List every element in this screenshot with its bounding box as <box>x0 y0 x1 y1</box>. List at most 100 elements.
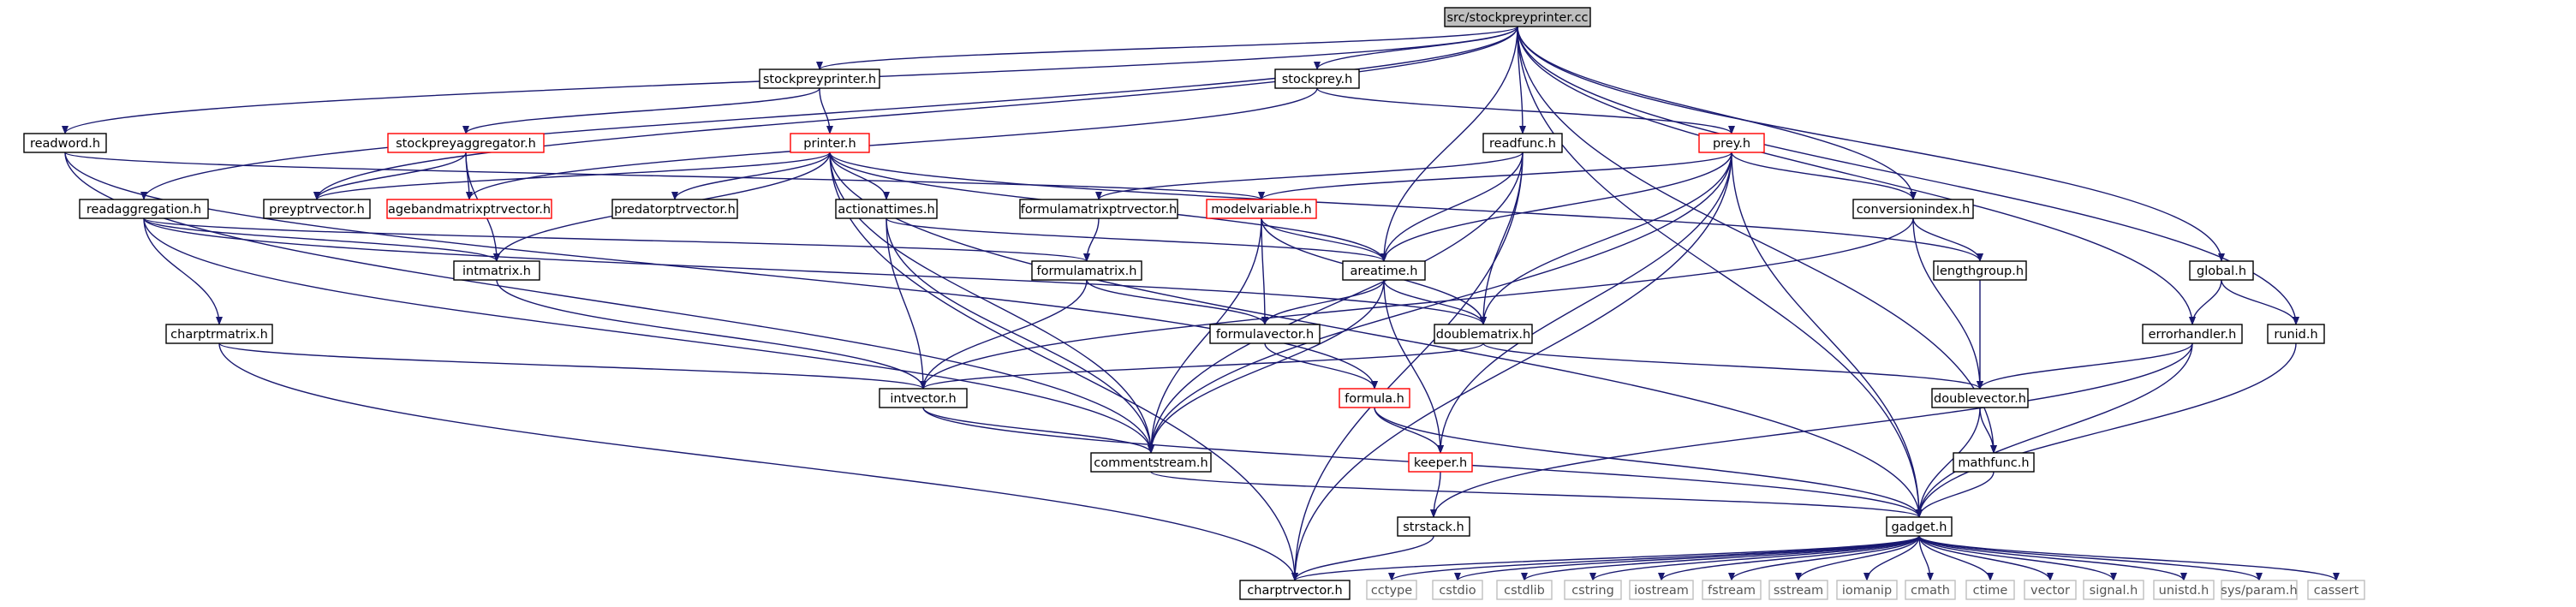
edge-gadget-to-iostream <box>1658 535 1920 581</box>
edge-gadget-to-cassert <box>1918 535 2340 581</box>
node-label-intmatrix: intmatrix.h <box>462 265 531 278</box>
node-errorhandler[interactable]: errorhandler.h <box>2142 324 2243 344</box>
node-stockpreyaggregator[interactable]: stockpreyaggregator.h <box>387 133 545 153</box>
edge-readfunc-to-charptrvector <box>1291 152 1524 581</box>
node-label-charptrmatrix: charptrmatrix.h <box>170 328 268 342</box>
node-box-stockpreyprinter <box>759 68 880 89</box>
node-box-stockprey <box>1274 68 1360 89</box>
node-box-runid <box>2267 324 2325 344</box>
node-formulamatrix[interactable]: formulamatrix.h <box>1031 260 1142 281</box>
node-strstack[interactable]: strstack.h <box>1397 516 1470 537</box>
node-intvector[interactable]: intvector.h <box>879 388 968 408</box>
node-label-commentstream: commentstream.h <box>1094 456 1208 470</box>
node-box-unistd <box>2153 580 2215 600</box>
node-box-preyptrvector <box>263 199 371 219</box>
node-label-charptrvector: charptrvector.h <box>1247 584 1342 598</box>
node-box-errorhandler <box>2142 324 2243 344</box>
edge-charptrmatrix-to-intvector <box>218 342 927 390</box>
node-label-doublevector: doublevector.h <box>1934 392 2026 406</box>
node-readfunc[interactable]: readfunc.h <box>1482 133 1563 153</box>
node-box-prey <box>1698 133 1765 153</box>
node-signal: signal.h <box>2083 580 2144 600</box>
node-box-agebandmatrixptrvector <box>386 199 552 219</box>
edge-actionattimes-to-commentstream <box>886 217 1154 454</box>
node-conversionindex[interactable]: conversionindex.h <box>1852 199 1974 219</box>
node-actionattimes[interactable]: actionattimes.h <box>835 199 938 219</box>
node-agebandmatrixptrvector[interactable]: agebandmatrixptrvector.h <box>386 199 552 219</box>
node-box-doublematrix <box>1434 324 1533 344</box>
node-readaggregation[interactable]: readaggregation.h <box>79 199 209 219</box>
node-box-global <box>2189 260 2254 281</box>
node-box-sysparam <box>2221 580 2298 600</box>
node-fstream: fstream <box>1702 580 1762 600</box>
node-label-root: src/stockpreyprinter.cc <box>1446 11 1588 25</box>
node-label-cmath: cmath <box>1911 584 1950 598</box>
node-doublematrix[interactable]: doublematrix.h <box>1434 324 1533 344</box>
edge-stockprey-to-prey <box>1316 87 1735 134</box>
node-box-signal <box>2083 580 2144 600</box>
node-keeper[interactable]: keeper.h <box>1408 452 1473 473</box>
node-runid[interactable]: runid.h <box>2267 324 2325 344</box>
node-box-conversionindex <box>1852 199 1974 219</box>
node-readword[interactable]: readword.h <box>23 133 107 153</box>
edge-doublevector-to-mathfunc <box>1979 407 1997 454</box>
node-label-areatime: areatime.h <box>1351 265 1418 278</box>
node-box-lengthgroup <box>1933 260 2027 281</box>
node-label-gadget: gadget.h <box>1892 521 1947 534</box>
node-preyptrvector[interactable]: preyptrvector.h <box>263 199 371 219</box>
node-global[interactable]: global.h <box>2189 260 2254 281</box>
node-box-iostream <box>1629 580 1694 600</box>
edge-areatime-to-keeper <box>1383 279 1444 454</box>
node-box-charptrmatrix <box>165 324 273 344</box>
node-predatorptrvector[interactable]: predatorptrvector.h <box>611 199 738 219</box>
node-label-errorhandler: errorhandler.h <box>2149 328 2237 342</box>
node-formulamatrixptrvector[interactable]: formulamatrixptrvector.h <box>1019 199 1178 219</box>
node-label-lengthgroup: lengthgroup.h <box>1936 265 2024 278</box>
node-gadget[interactable]: gadget.h <box>1886 516 1953 537</box>
edge-gadget-to-ctime <box>1918 535 1994 581</box>
node-label-unistd: unistd.h <box>2159 584 2209 598</box>
node-label-sysparam: sys/param.h <box>2221 584 2297 598</box>
node-box-commentstream <box>1090 452 1212 473</box>
edge-errorhandler-to-gadget <box>1916 342 2193 518</box>
node-formulavector[interactable]: formulavector.h <box>1209 324 1321 344</box>
node-modelvariable[interactable]: modelvariable.h <box>1206 199 1317 219</box>
edge-prey-to-keeper <box>1437 152 1732 454</box>
edge-printer-to-gadget <box>829 152 1923 518</box>
node-commentstream[interactable]: commentstream.h <box>1090 452 1212 473</box>
node-mathfunc[interactable]: mathfunc.h <box>1953 452 2035 473</box>
node-root[interactable]: src/stockpreyprinter.cc <box>1444 7 1591 27</box>
node-box-ctime <box>1965 580 2015 600</box>
node-stockprey[interactable]: stockprey.h <box>1274 68 1360 89</box>
node-charptrmatrix[interactable]: charptrmatrix.h <box>165 324 273 344</box>
node-printer[interactable]: printer.h <box>790 133 870 153</box>
node-stockpreyprinter[interactable]: stockpreyprinter.h <box>759 68 880 89</box>
edge-areatime-to-formulavector <box>1261 279 1385 325</box>
node-box-cmath <box>1905 580 1956 600</box>
node-label-prey: prey.h <box>1713 137 1750 151</box>
node-intmatrix[interactable]: intmatrix.h <box>453 260 540 281</box>
edge-conversionindex-to-lengthgroup <box>1912 217 1983 262</box>
edge-conversionindex-to-intvector <box>920 217 1914 390</box>
edge-prey-to-gadget <box>1731 152 1923 518</box>
edge-readfunc-to-areatime <box>1380 152 1524 262</box>
edge-actionattimes-to-areatime <box>886 217 1387 262</box>
node-label-strstack: strstack.h <box>1403 521 1464 534</box>
node-box-doublevector <box>1931 388 2029 408</box>
edge-formulamatrix-to-intvector <box>920 279 1088 390</box>
node-label-stockprey: stockprey.h <box>1282 73 1353 86</box>
node-formula[interactable]: formula.h <box>1339 388 1410 408</box>
edge-strstack-to-charptrvector <box>1291 535 1434 581</box>
edge-stockpreyprinter-to-printer <box>819 87 833 134</box>
node-prey[interactable]: prey.h <box>1698 133 1765 153</box>
edge-root-to-preyptrvector <box>313 26 1518 200</box>
edge-gadget-to-sstream <box>1795 535 1920 581</box>
nodes-layer: src/stockpreyprinter.cc stockpreyprinter.… <box>23 7 2365 600</box>
edge-root-to-areatime <box>1380 26 1518 262</box>
node-areatime[interactable]: areatime.h <box>1342 260 1426 281</box>
edge-prey-to-charptrvector <box>1291 152 1732 581</box>
node-doublevector[interactable]: doublevector.h <box>1931 388 2029 408</box>
node-lengthgroup[interactable]: lengthgroup.h <box>1933 260 2027 281</box>
node-charptrvector[interactable]: charptrvector.h <box>1239 580 1351 600</box>
